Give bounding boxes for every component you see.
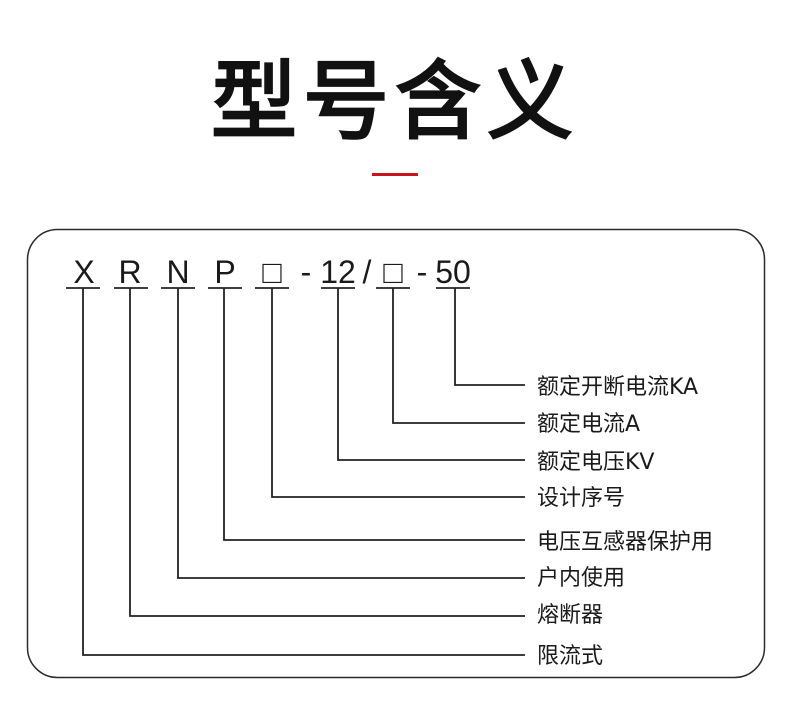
model-code: X R N P □ - 12 / □ - 50 — [73, 254, 470, 290]
connector-breaking-current — [454, 288, 525, 386]
connector-lines — [82, 288, 525, 656]
page-title: 型号含义 — [211, 52, 579, 152]
code-segment-p: P — [214, 254, 235, 290]
connector-p — [223, 288, 525, 541]
code-segment-r: R — [118, 254, 141, 290]
connector-x — [82, 288, 525, 656]
label-n: 户内使用 — [537, 566, 625, 591]
label-r: 熔断器 — [537, 603, 603, 628]
label-breaking-current: 额定开断电流KA — [537, 375, 698, 400]
label-p: 电压互感器保护用 — [537, 530, 713, 555]
label-rated-current: 额定电流A — [537, 412, 640, 437]
code-segment-design-number: □ — [262, 254, 282, 290]
connector-rated-voltage — [337, 288, 525, 461]
label-rated-voltage: 额定电压KV — [537, 450, 654, 475]
code-segment-rated-voltage: 12 — [320, 254, 356, 290]
connector-design-number — [271, 288, 525, 498]
code-segment-x: X — [73, 254, 94, 290]
code-segment-n: N — [166, 254, 189, 290]
connector-r — [129, 288, 525, 617]
connector-rated-current — [392, 288, 525, 424]
label-x: 限流式 — [537, 644, 603, 669]
meaning-labels: 额定开断电流KA 额定电流A 额定电压KV 设计序号 电压互感器保护用 户内使用… — [537, 375, 713, 669]
code-separator-dash: - — [417, 254, 428, 290]
code-separator-dash: - — [301, 254, 312, 290]
connector-n — [177, 288, 525, 579]
label-design-number: 设计序号 — [537, 486, 625, 511]
diagram-frame — [26, 228, 766, 679]
code-separator-slash: / — [363, 254, 372, 290]
title-accent-underline — [372, 173, 418, 176]
code-segment-rated-current: □ — [383, 254, 403, 290]
code-segment-breaking-current: 50 — [435, 254, 471, 290]
